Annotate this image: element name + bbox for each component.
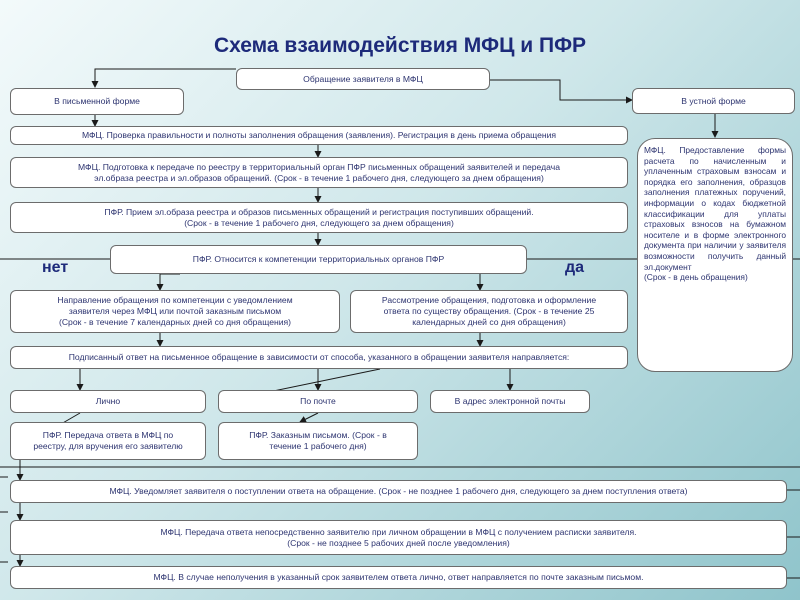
prepare-text-1: МФЦ. Подготовка к передаче по реестру в … — [78, 161, 560, 172]
consider-text-2: ответа по существу обращения. (Срок - в … — [383, 306, 595, 316]
consider-text-3: календарных дней со дня обращения) — [412, 317, 566, 327]
in-person-text: Лично — [95, 396, 121, 406]
diagram-title: Схема взаимодействия МФЦ и ПФР — [213, 34, 587, 57]
by-email-text: В адрес электронной почты — [454, 396, 566, 406]
in-person-box: Лично — [10, 390, 206, 413]
consider-text-1: Рассмотрение обращения, подготовка и офо… — [381, 295, 597, 305]
written-form-box: В письменной форме — [10, 88, 184, 115]
mfc-notify-text: МФЦ. Уведомляет заявителя о поступлении … — [109, 486, 688, 496]
redirect-box: Направление обращения по компетенции с у… — [10, 290, 340, 333]
pfr-to-mfc-text-2: реестру, для вручения его заявителю — [33, 441, 183, 451]
consider-box: Рассмотрение обращения, подготовка и офо… — [350, 290, 628, 333]
pfr-accept-box: ПФР. Прием эл.образа реестра и образов п… — [10, 202, 628, 233]
competence-text: ПФР. Относится к компетенции территориал… — [192, 254, 445, 264]
pfr-registered-text-2: течение 1 рабочего дня) — [269, 441, 367, 451]
appeal-box: Обращение заявителя в МФЦ — [236, 68, 490, 90]
prepare-box: МФЦ. Подготовка к передаче по реестру в … — [10, 157, 628, 188]
written-form-text: В письменной форме — [54, 96, 140, 106]
signed-answer-box: Подписанный ответ на письменное обращени… — [10, 346, 628, 369]
mfc-default-text: МФЦ. В случае неполучения в указанный ср… — [153, 572, 644, 582]
mfc-handover-box: МФЦ. Передача ответа непосредственно зая… — [10, 520, 787, 555]
pfr-to-mfc-text-1: ПФР. Передача ответа в МФЦ по — [42, 430, 174, 440]
mfc-default-box: МФЦ. В случае неполучения в указанный ср… — [10, 566, 787, 589]
redirect-text-3: (Срок - в течение 7 календарных дней со … — [58, 317, 292, 327]
by-mail-box: По почте — [218, 390, 418, 413]
check-text: МФЦ. Проверка правильности и полноты зап… — [81, 130, 557, 140]
redirect-text-2: заявителя через МФЦ или почтой заказным … — [68, 306, 282, 316]
pfr-registered-box: ПФР. Заказным письмом. (Срок - в течение… — [218, 422, 418, 460]
mfc-notify-box: МФЦ. Уведомляет заявителя о поступлении … — [10, 480, 787, 503]
mfc-handover-text-1: МФЦ. Передача ответа непосредственно зая… — [160, 526, 637, 537]
prepare-text-2: эл.образа реестра и эл.образов обращений… — [94, 172, 544, 183]
oral-consultation-text: МФЦ. Предоставление формы расчета по нач… — [644, 145, 786, 272]
oral-consultation-deadline: (Срок - в день обращения) — [644, 272, 748, 283]
label-no: нет — [42, 259, 69, 276]
pfr-registered-text-1: ПФР. Заказным письмом. (Срок - в — [249, 430, 387, 440]
check-box: МФЦ. Проверка правильности и полноты зап… — [10, 126, 628, 145]
redirect-text-1: Направление обращения по компетенции с у… — [57, 295, 293, 305]
appeal-text: Обращение заявителя в МФЦ — [303, 73, 423, 84]
mfc-handover-text-2: (Срок - не позднее 5 рабочих дней после … — [287, 537, 510, 548]
oral-form-text: В устной форме — [681, 95, 746, 106]
pfr-accept-text-2: (Срок - в течение 1 рабочего дня, следую… — [184, 217, 454, 228]
by-mail-text: По почте — [300, 396, 336, 406]
signed-answer-text: Подписанный ответ на письменное обращени… — [68, 352, 570, 362]
pfr-to-mfc-box: ПФР. Передача ответа в МФЦ по реестру, д… — [10, 422, 206, 460]
pfr-accept-text-1: ПФР. Прием эл.образа реестра и образов п… — [104, 206, 534, 217]
label-yes: да — [565, 259, 585, 276]
by-email-box: В адрес электронной почты — [430, 390, 590, 413]
competence-box: ПФР. Относится к компетенции территориал… — [110, 245, 527, 274]
oral-form-box: В устной форме — [632, 88, 795, 114]
oral-consultation-box: МФЦ. Предоставление формы расчета по нач… — [637, 138, 793, 372]
